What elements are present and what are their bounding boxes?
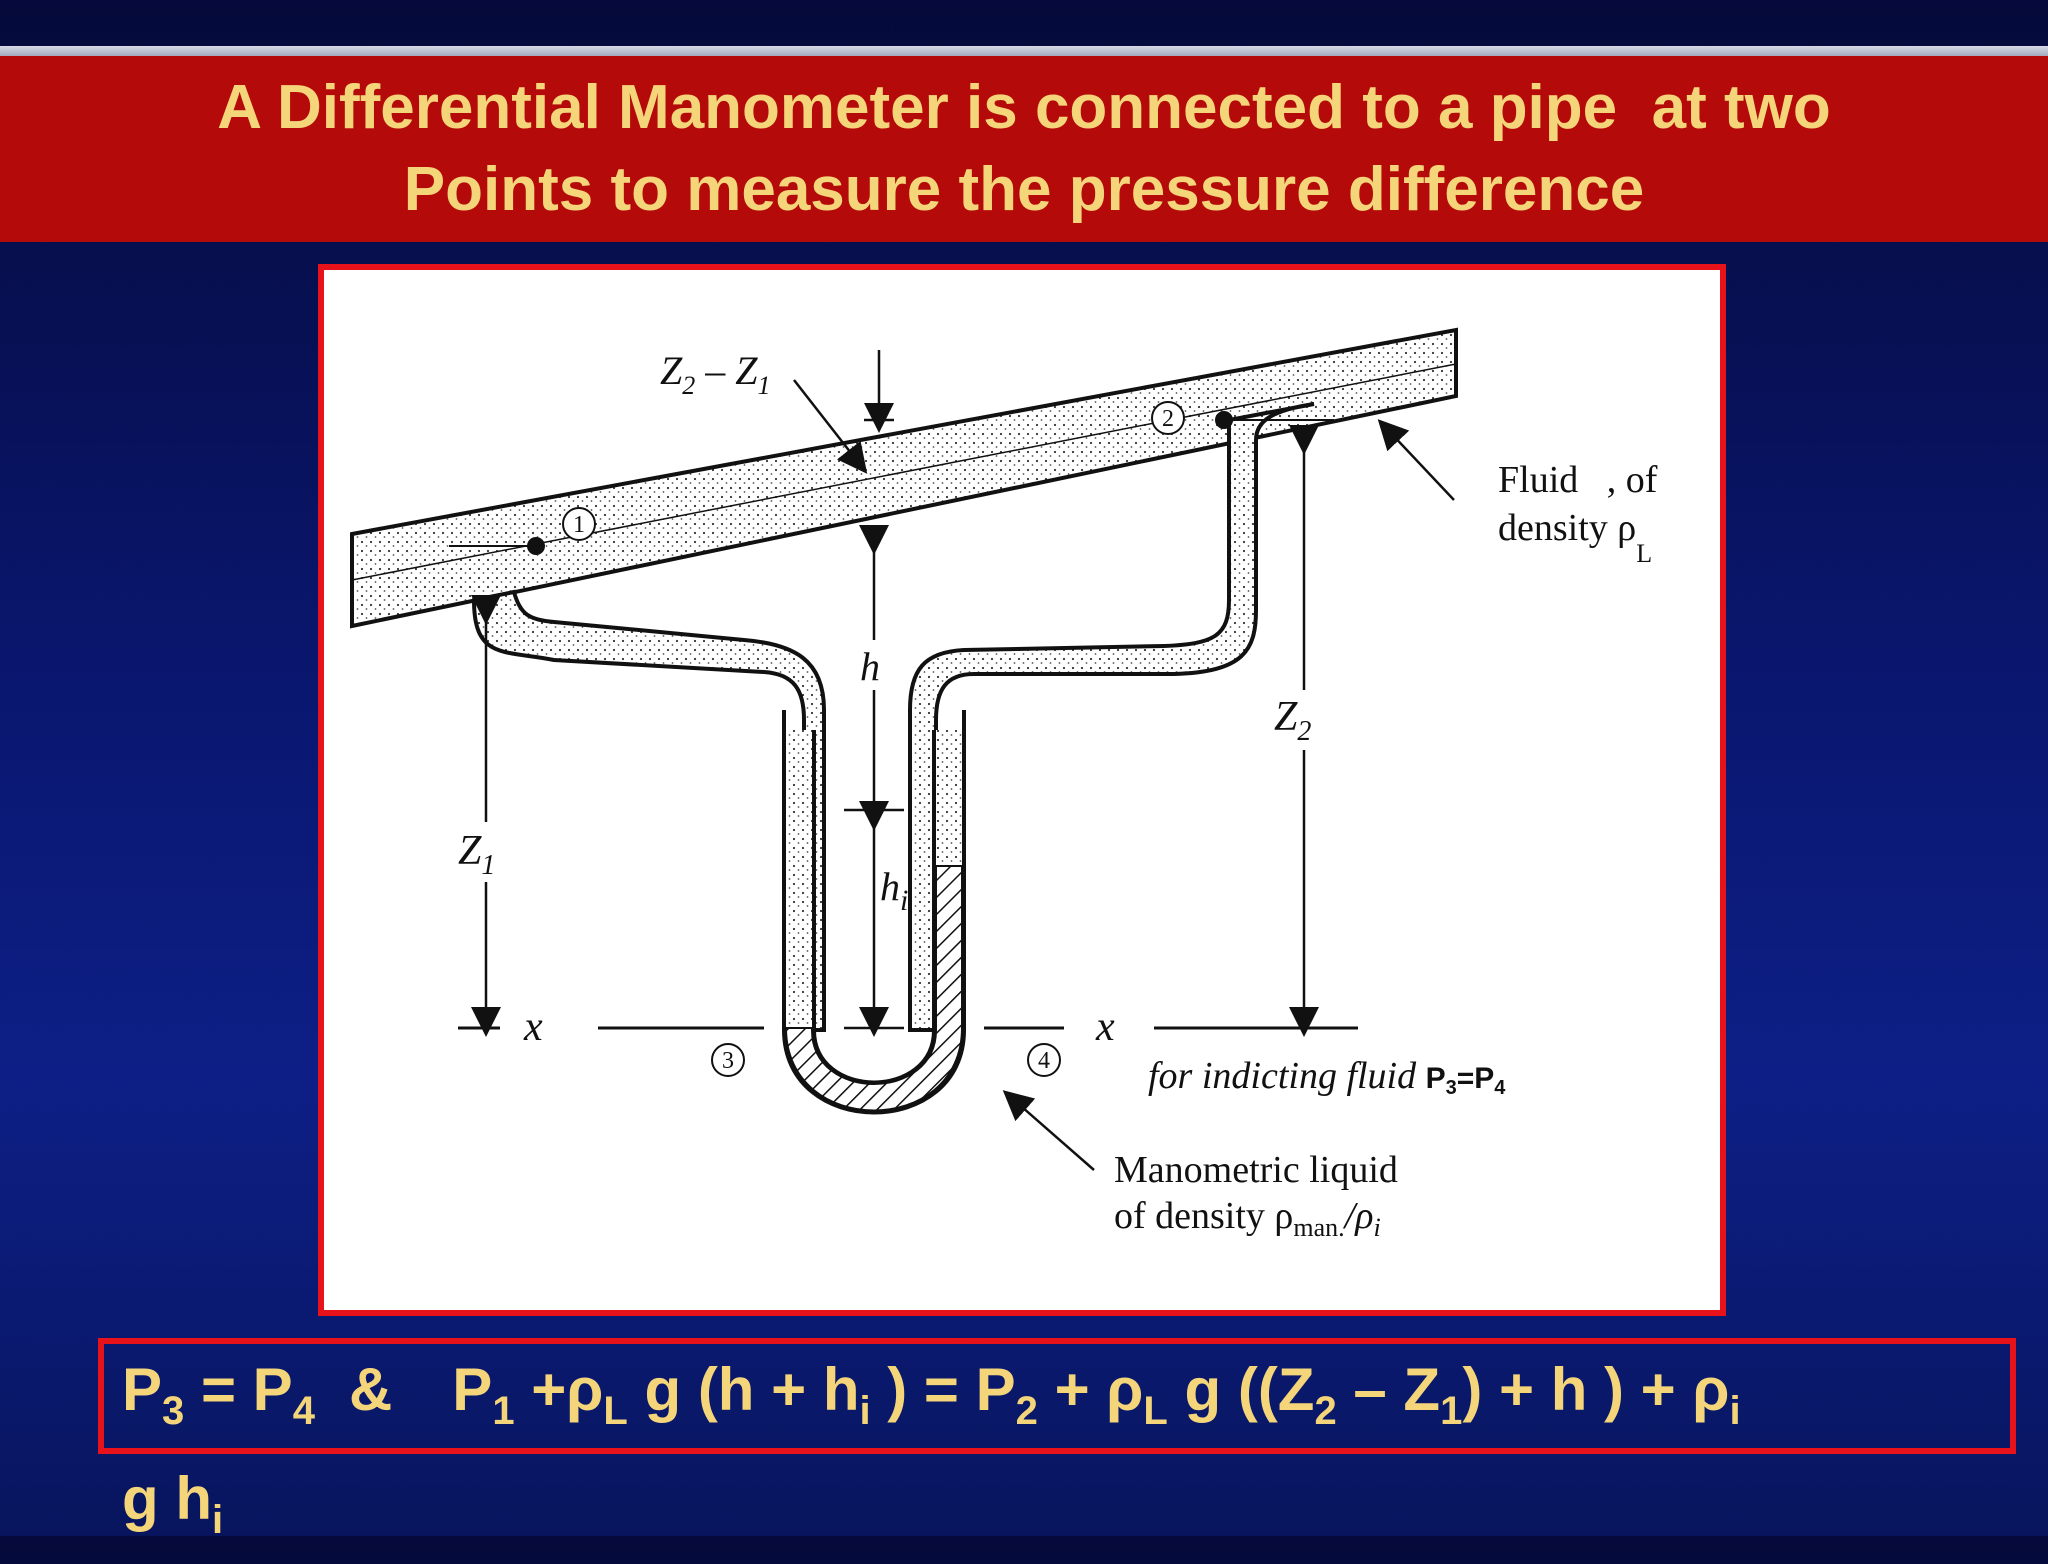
hi-label: hi [880, 864, 908, 917]
slide-top-rule [0, 46, 2048, 58]
circle-1 [562, 507, 596, 541]
tap-point-2 [1215, 411, 1233, 429]
point-3-label: 3 [722, 1048, 734, 1074]
right-connector-tube [908, 402, 1315, 1032]
manometric-leader [1002, 1090, 1095, 1171]
fluid-label-line2: density ρL [1498, 507, 1652, 568]
circle-3 [711, 1043, 745, 1077]
h-label: h [860, 644, 880, 689]
z1-label: Z1 [458, 828, 495, 881]
manometer-diagram: 1 2 3 4 Z2 – Z1 h hi Z1 Z2 x x Fluid , o… [318, 264, 1726, 1316]
point-1-label: 1 [573, 512, 585, 538]
pressure-equation: P3 = P4&P1 +ρL g (h + hi ) = P2 + ρL g (… [122, 1356, 1741, 1542]
circle-4 [1027, 1043, 1061, 1077]
inclined-pipe [350, 327, 1458, 629]
x-right-label: x [1095, 1004, 1115, 1050]
circle-2 [1151, 401, 1185, 435]
title-line-1: A Differential Manometer is connected to… [217, 73, 1831, 142]
point-2-label: 2 [1162, 406, 1174, 432]
fluid-label-line1: Fluid , of [1498, 459, 1658, 501]
u-tube-inner [812, 730, 936, 1085]
pipe-centerline [351, 363, 1457, 581]
z2-label: Z2 [1274, 694, 1311, 747]
title-banner: A Differential Manometer is connected to… [0, 56, 2048, 242]
right-leg-fluid [936, 730, 962, 870]
fluid-leader [1377, 419, 1455, 501]
left-connector-tube [471, 589, 826, 1032]
title-line-2: Points to measure the pressure differenc… [403, 155, 1645, 224]
manometric-label-line2: of density ρman./ρi [1114, 1195, 1381, 1242]
manometric-liquid [784, 865, 963, 1112]
tap-point-1 [527, 537, 545, 555]
z-diff-leader [793, 379, 868, 474]
point-4-label: 4 [1038, 1048, 1050, 1074]
manometer-svg: 1 2 3 4 Z2 – Z1 h hi Z1 Z2 x x Fluid , o… [350, 327, 1658, 1242]
indicating-fluid-note: for indicting fluid P3=P4 [1148, 1055, 1506, 1099]
z2-minus-z1-label: Z2 – Z1 [660, 348, 771, 400]
manometric-label-line1: Manometric liquid [1114, 1149, 1398, 1191]
left-leg-fluid [786, 730, 812, 1028]
equation-box [98, 1338, 2016, 1454]
u-tube-outer [782, 710, 966, 1115]
x-left-label: x [523, 1004, 543, 1050]
